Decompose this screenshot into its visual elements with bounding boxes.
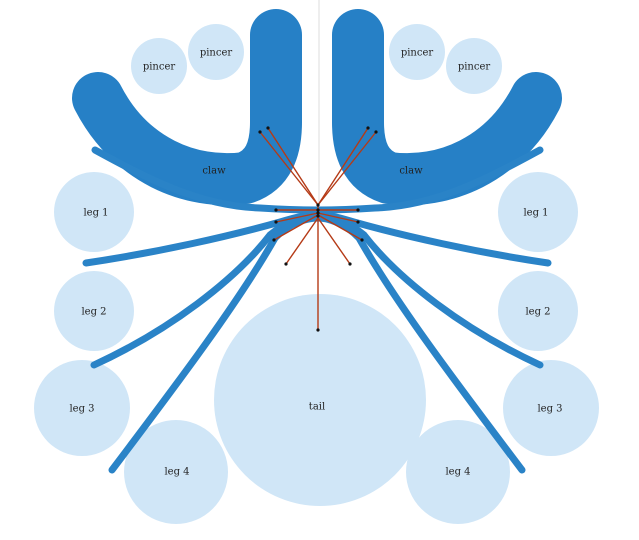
leg1-label-left: leg 1 xyxy=(83,208,108,219)
leg1-bubble-right xyxy=(498,172,578,252)
node-dot xyxy=(374,130,378,134)
node-dot xyxy=(356,220,360,224)
tail-label: tail xyxy=(309,402,325,413)
leg4-limb-left xyxy=(108,214,322,474)
node-dot xyxy=(316,208,320,212)
leg3-label-right: leg 3 xyxy=(537,404,562,415)
connector-line xyxy=(317,131,377,206)
pincer-label-left-inner: pincer xyxy=(200,48,233,59)
node-dot xyxy=(316,211,320,215)
leg2-bubble-right xyxy=(498,271,578,351)
connector-line xyxy=(267,127,319,206)
node-dot xyxy=(274,208,278,212)
claw-right xyxy=(332,9,562,206)
connector-line xyxy=(317,217,351,265)
node-dot xyxy=(348,262,352,266)
leg3-bubble-right xyxy=(503,360,599,456)
leg4-bubble-left xyxy=(124,420,228,524)
leg2-label-right: leg 2 xyxy=(525,307,550,318)
pincer-bubble-left-inner xyxy=(188,24,244,80)
pincer-label-left-outer: pincer xyxy=(143,62,176,73)
connector-line xyxy=(317,127,369,206)
node-dot xyxy=(316,214,320,218)
leg3-label-left: leg 3 xyxy=(69,404,94,415)
leg1-bubble-left xyxy=(54,172,134,252)
leg2-label-left: leg 2 xyxy=(81,307,106,318)
leg4-label-left: leg 4 xyxy=(164,467,189,478)
labels: pincer pincer pincer pincer claw claw le… xyxy=(69,48,562,478)
pincer-bubble-right-outer xyxy=(446,38,502,94)
leg4-label-right: leg 4 xyxy=(445,467,470,478)
node-dot xyxy=(316,328,320,332)
node-dot xyxy=(284,262,288,266)
leg4-bubble-right xyxy=(406,420,510,524)
node-dot xyxy=(316,203,320,207)
bubbles xyxy=(34,24,599,524)
node-dot xyxy=(258,130,262,134)
claw-left xyxy=(72,9,302,206)
connector-nodes xyxy=(258,126,378,332)
connector-line xyxy=(317,212,359,223)
connector-network xyxy=(259,127,377,330)
node-dot xyxy=(360,238,364,242)
claw-label-left: claw xyxy=(202,166,226,177)
node-dot xyxy=(366,126,370,130)
leg3-bubble-left xyxy=(34,360,130,456)
node-dot xyxy=(272,238,276,242)
pincer-label-right-outer: pincer xyxy=(458,62,491,73)
leg1-label-right: leg 1 xyxy=(523,208,548,219)
connector-line xyxy=(259,131,319,206)
pincer-bubble-right-inner xyxy=(389,24,445,80)
node-dot xyxy=(356,208,360,212)
claws xyxy=(72,9,562,206)
leg2-bubble-left xyxy=(54,271,134,351)
pincer-bubble-left-outer xyxy=(131,38,187,94)
connector-line xyxy=(285,217,319,265)
leg4-limb-right xyxy=(314,214,526,474)
pincer-label-right-inner: pincer xyxy=(401,48,434,59)
node-dot xyxy=(274,220,278,224)
tail-bubble xyxy=(214,294,426,506)
connector-line xyxy=(317,214,363,241)
node-dot xyxy=(266,126,270,130)
connector-line xyxy=(273,214,319,241)
connector-line xyxy=(275,212,319,223)
claw-label-right: claw xyxy=(399,166,423,177)
